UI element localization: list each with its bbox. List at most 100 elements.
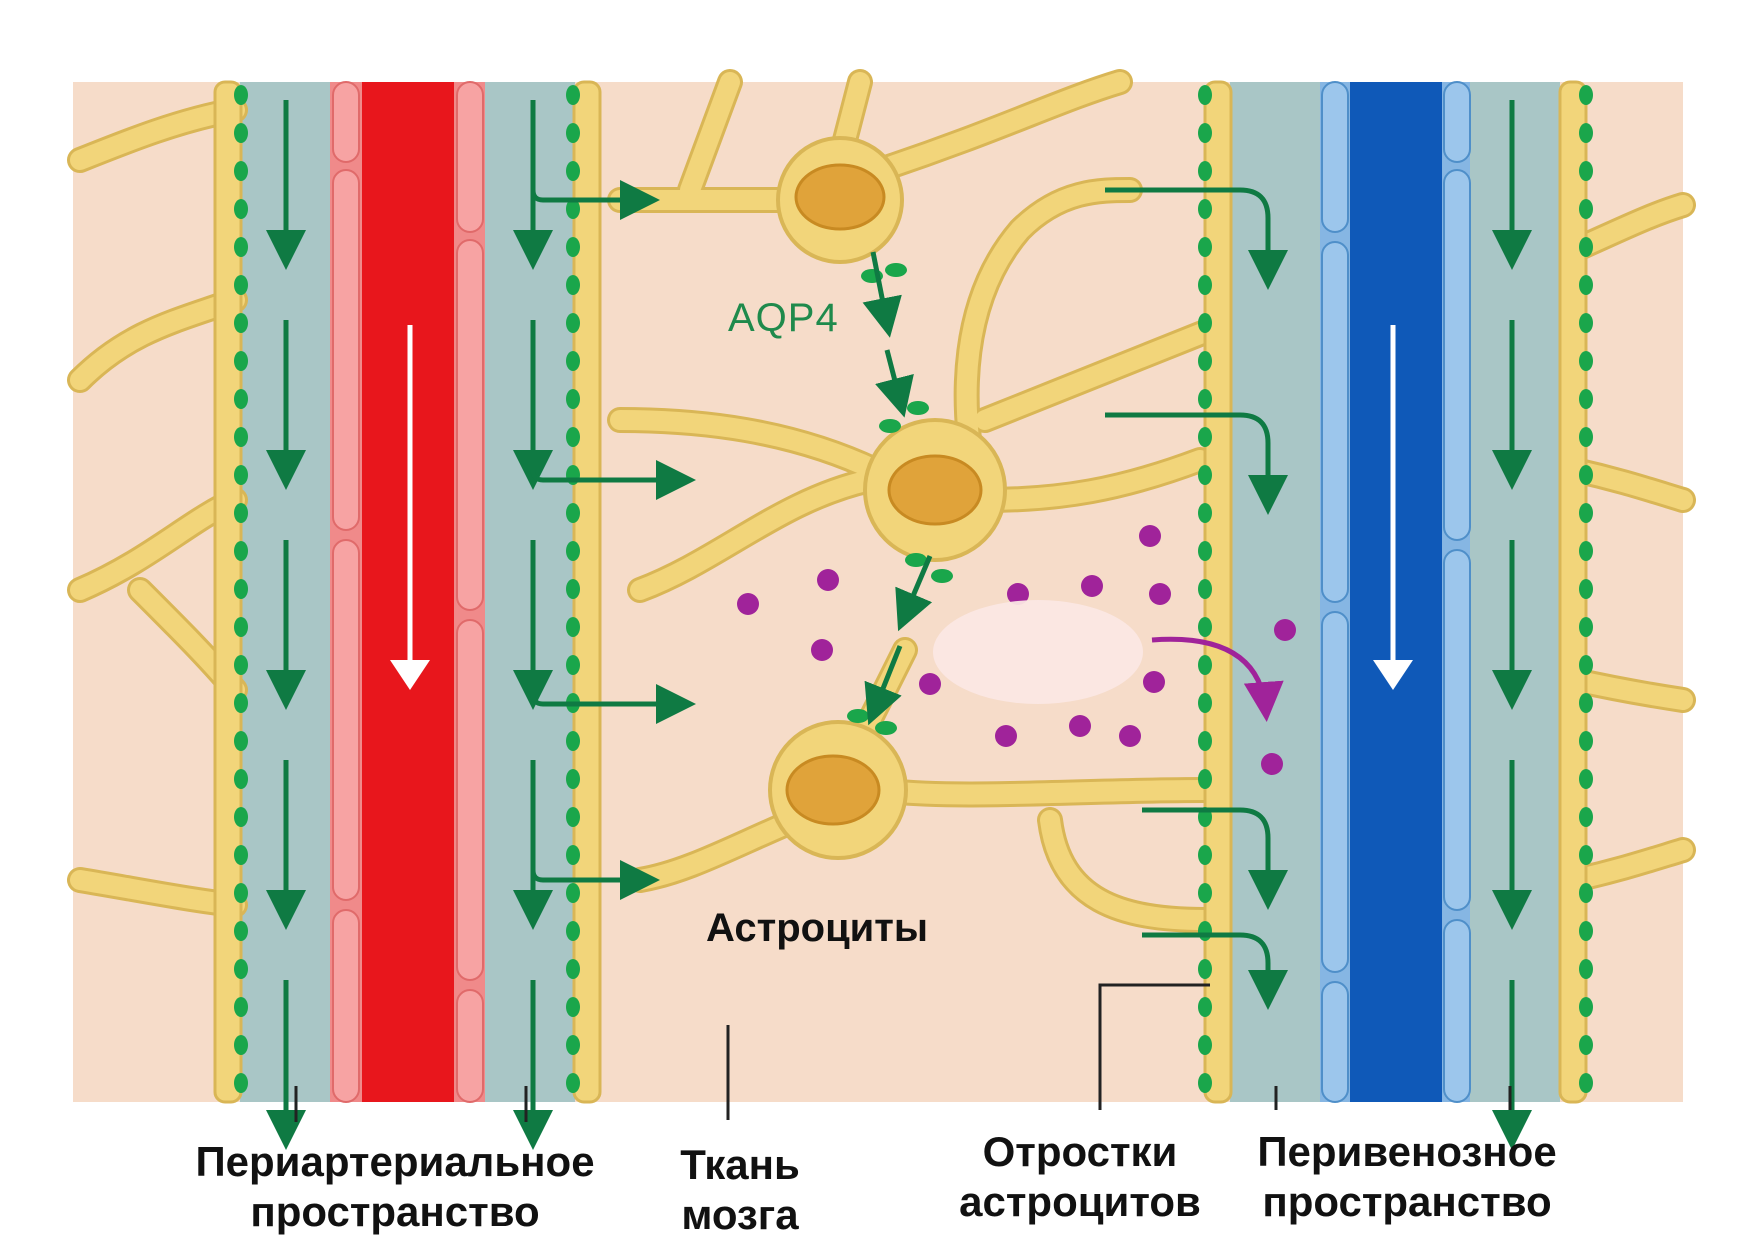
aqp4-dot — [566, 1035, 580, 1055]
periarterial-space-right — [485, 82, 575, 1102]
aqp4-dot — [1579, 313, 1593, 333]
aqp4-dot — [1579, 845, 1593, 865]
aqp4-dot — [1579, 959, 1593, 979]
aqp4-dot — [566, 959, 580, 979]
aqp4-dot — [234, 199, 248, 219]
aqp4-dot — [1579, 427, 1593, 447]
aqp4-dot — [1198, 655, 1212, 675]
aqp4-dot — [234, 161, 248, 181]
aqp4-dot — [234, 883, 248, 903]
aqp4-dot — [1198, 1073, 1212, 1093]
aqp4-dot — [566, 921, 580, 941]
artery — [330, 81, 485, 1103]
aqp4-dot — [1579, 693, 1593, 713]
aqp4-dot — [566, 1073, 580, 1093]
aqp4-dot — [1579, 465, 1593, 485]
astrocytes-label: Астроциты — [706, 906, 928, 950]
aqp4-dot — [566, 807, 580, 827]
brain-tissue-label: Ткань мозга — [650, 1140, 830, 1239]
astrocyte-endfeet — [213, 80, 1588, 1104]
solute-clearance-arrow — [1151, 636, 1284, 722]
aqp4-dot — [566, 579, 580, 599]
aqp4-dot — [566, 731, 580, 751]
aqp4-dot — [1198, 237, 1212, 257]
aqp4-dot — [1579, 199, 1593, 219]
aqp4-dot — [1579, 655, 1593, 675]
aqp4-dot — [1198, 693, 1212, 713]
aqp4-dot — [234, 465, 248, 485]
aqp4-dot — [234, 1035, 248, 1055]
aqp4-dot — [234, 845, 248, 865]
aqp4-dot — [234, 427, 248, 447]
aqp4-label: AQP4 — [728, 296, 839, 340]
aqp4-dot — [1198, 959, 1212, 979]
aqp4-dot — [1198, 883, 1212, 903]
aqp4-dot — [1198, 921, 1212, 941]
brain-tissue-label-line1: Ткань — [680, 1141, 800, 1188]
aqp4-dot — [566, 655, 580, 675]
aqp4-dot — [566, 237, 580, 257]
aqp4-dot — [234, 1073, 248, 1093]
astrocyte-processes-label-line1: Отростки — [982, 1128, 1178, 1175]
aqp4-dot — [234, 541, 248, 561]
aqp4-dot — [1198, 769, 1212, 789]
aqp4-dot — [1579, 1073, 1593, 1093]
aqp4-dot — [566, 389, 580, 409]
aqp4-dot — [1198, 1035, 1212, 1055]
aqp4-dot — [566, 351, 580, 371]
solutes — [737, 525, 1296, 775]
aqp4-dot — [566, 997, 580, 1017]
aqp4-dot — [566, 617, 580, 637]
perivenous-space-right — [1470, 82, 1560, 1102]
aqp4-dot — [234, 389, 248, 409]
aqp4-dot — [1579, 85, 1593, 105]
perivenous-space-left — [1230, 82, 1320, 1102]
highlight-blob — [933, 600, 1143, 704]
astrocyte-processes-label: Отростки астроцитов — [945, 1127, 1215, 1226]
brain-tissue-label-line2: мозга — [681, 1190, 799, 1238]
leader-lines — [294, 983, 1512, 1122]
astrocyte-processes-label-line2: астроцитов — [959, 1177, 1201, 1225]
aqp4-dot — [1579, 161, 1593, 181]
vein — [1320, 81, 1471, 1103]
aqp4-dot — [234, 693, 248, 713]
aqp4-dot — [566, 85, 580, 105]
aqp4-dot — [566, 275, 580, 295]
inflow-arrows — [530, 150, 696, 900]
aqp4-dot — [566, 883, 580, 903]
aqp4-dot — [1579, 237, 1593, 257]
perivenous-space-label: Перивенозное пространство — [1242, 1127, 1572, 1226]
perivenous-space-label-line1: Перивенозное — [1257, 1128, 1557, 1175]
aqp4-dot — [1198, 579, 1212, 599]
astrocyte-top — [776, 136, 904, 264]
aqp4-dot — [1198, 845, 1212, 865]
aqp4-dot — [1198, 275, 1212, 295]
aqp4-dot — [1198, 465, 1212, 485]
aqp4-dot — [1579, 997, 1593, 1017]
aqp4-dot — [1198, 503, 1212, 523]
aqp4-dot — [1579, 1035, 1593, 1055]
aqp4-dot — [1198, 161, 1212, 181]
aqp4-dot — [1579, 731, 1593, 751]
aqp4-dot — [566, 503, 580, 523]
aqp4-dot — [234, 503, 248, 523]
aqp4-dot — [234, 85, 248, 105]
perivenous-space-label-line2: пространство — [1262, 1177, 1552, 1225]
aqp4-dot — [234, 997, 248, 1017]
aqp4-dot — [234, 617, 248, 637]
aqp4-dot — [566, 161, 580, 181]
aqp4-dot — [1579, 617, 1593, 637]
periarterial-space-label: Периартериальное пространство — [170, 1137, 620, 1236]
aqp4-channels — [234, 85, 1593, 1093]
aqp4-dot — [234, 351, 248, 371]
aqp4-dot — [1198, 997, 1212, 1017]
aqp4-dot — [1198, 541, 1212, 561]
aqp4-dot — [1579, 579, 1593, 599]
aqp4-dot — [1579, 123, 1593, 143]
aqp4-dot — [566, 123, 580, 143]
aqp4-dot — [566, 427, 580, 447]
aqp4-dot — [234, 313, 248, 333]
aqp4-dot — [1579, 769, 1593, 789]
